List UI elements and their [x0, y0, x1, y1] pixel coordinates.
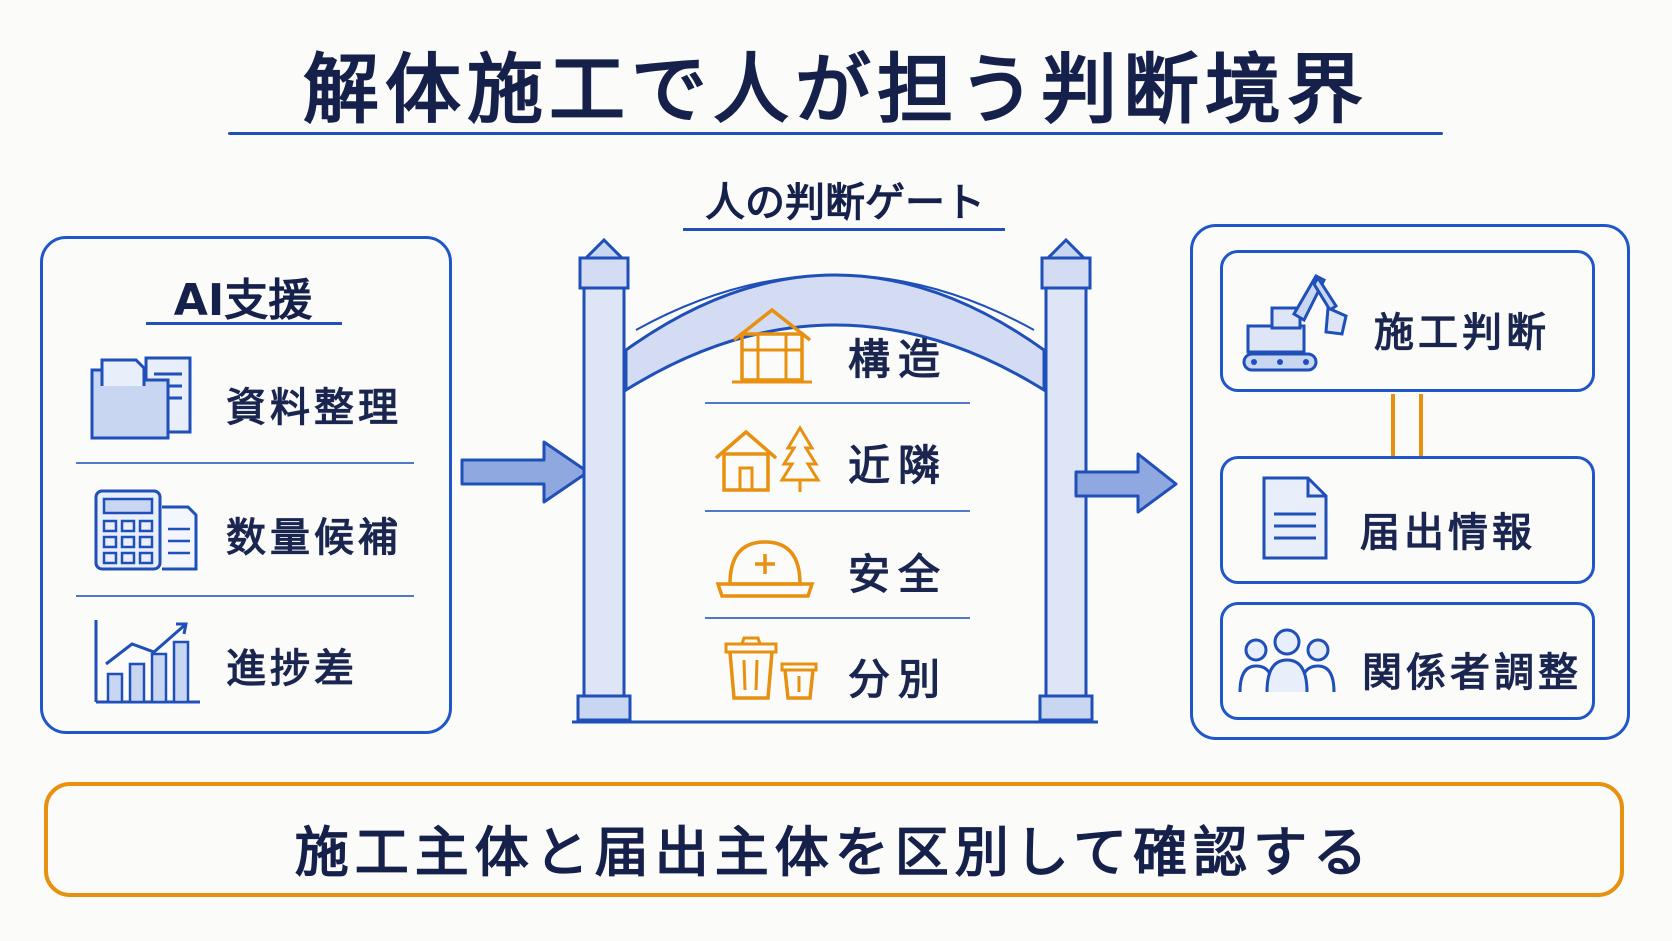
gate-arch-icon	[572, 237, 1098, 724]
ai-support-underline	[146, 322, 342, 325]
document-icon	[1262, 476, 1328, 560]
outcome-box	[1220, 602, 1595, 720]
ai-support-panel	[40, 236, 452, 734]
page-title: 解体施工で人が担う判断境界	[303, 45, 1369, 134]
gate-item-label: 安全	[848, 550, 949, 599]
people-icon	[1238, 628, 1336, 693]
house-tree-icon	[714, 425, 821, 492]
gate-item-label: 構造	[848, 335, 949, 384]
outcomes-panel	[1190, 224, 1630, 740]
gate-title-underline	[683, 228, 1005, 231]
excavator-icon	[1242, 274, 1348, 372]
outcome-label: 施工判断	[1374, 310, 1550, 356]
divider	[76, 595, 414, 597]
calculator-icon	[94, 489, 198, 571]
outcome-label: 関係者調整	[1362, 650, 1582, 696]
title-underline	[228, 132, 1443, 135]
divider	[705, 617, 970, 619]
trash-bins-icon	[724, 636, 818, 700]
outcome-box	[1220, 250, 1595, 392]
folder-documents-icon	[90, 356, 192, 440]
gate-item-label: 近隣	[848, 441, 949, 490]
outcome-label: 届出情報	[1360, 510, 1536, 556]
ai-item-label: 資料整理	[226, 385, 402, 431]
gate-item-label: 分別	[848, 655, 949, 704]
flow-arrow-icon	[1074, 452, 1178, 514]
divider	[705, 510, 970, 512]
divider	[705, 402, 970, 404]
flow-arrow-icon	[460, 440, 590, 504]
gate-title: 人の判断ゲート	[705, 180, 985, 226]
hard-hat-icon	[715, 540, 815, 598]
footer-box	[44, 782, 1624, 897]
outcome-box	[1220, 456, 1595, 584]
ai-item-label: 進捗差	[226, 646, 358, 692]
ai-item-label: 数量候補	[226, 515, 402, 561]
connector-line	[1391, 394, 1395, 456]
bar-chart-trend-icon	[94, 620, 200, 704]
house-frame-icon	[732, 307, 812, 384]
connector-line	[1419, 394, 1423, 456]
ai-support-title: AI支援	[173, 275, 313, 326]
divider	[76, 462, 414, 464]
footer-text: 施工主体と届出主体を区別して確認する	[294, 821, 1374, 884]
